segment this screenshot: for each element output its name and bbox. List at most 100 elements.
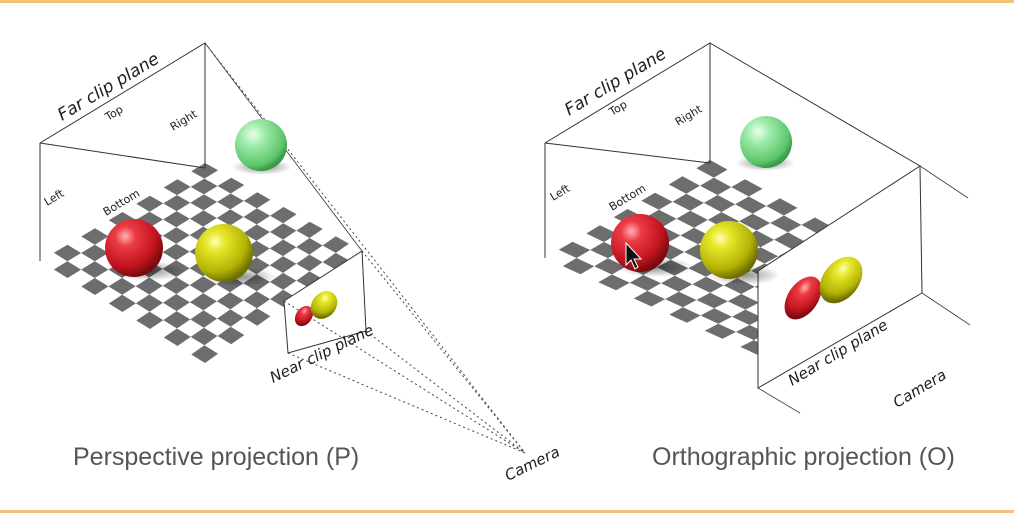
checker-tile [296,238,323,255]
checker-tile [661,275,693,292]
checker-tile [243,192,271,209]
green-sphere [235,119,287,171]
checker-tile [136,195,164,212]
checker-tile [135,294,163,312]
checker-tile [163,294,190,312]
checker-tile [727,294,759,310]
checker-tile [217,193,244,210]
checker-tile [189,210,217,227]
checker-tile [162,277,190,294]
checker-tile [629,275,661,291]
checker-tile [322,236,349,253]
checker-tile [645,209,677,227]
checker-tile [676,210,708,228]
checker-tile [269,272,297,290]
checker-tile [633,290,666,307]
checker-tile [53,244,82,262]
orthographic-caption: Orthographic projection (O) [652,443,955,471]
checker-tile [163,311,191,329]
checker-tile [81,228,109,245]
checker-tile [81,261,109,278]
checker-tile [243,291,271,309]
checker-tile [243,224,270,241]
checker-tile [162,227,190,244]
far-plane-diagonal [544,142,711,164]
camera-rays [204,42,526,454]
checker-tile [696,292,728,309]
top-right-edge [709,42,921,167]
red-sphere [105,219,163,277]
red-sphere [611,214,669,272]
top-label: Top [606,98,629,119]
checker-tile [216,292,244,310]
checker-tile [162,243,190,261]
checker-tile [163,328,191,346]
yellow-sphere [195,224,253,282]
projected-yellow-sphere [819,256,863,304]
checker-tile [135,277,163,295]
checker-tile [598,274,630,291]
checker-tile [216,209,244,226]
checker-tile [163,211,190,228]
checker-tile [190,310,218,328]
checker-tile [766,198,798,216]
camera-parallel-rays [757,165,971,414]
checker-tile [668,176,700,194]
checker-tile [770,215,802,233]
camera-label: Camera [502,443,563,485]
checker-tile [704,323,736,339]
green-sphere [740,116,792,168]
checker-tile [190,327,218,346]
checker-tile [700,177,732,195]
checker-tile [739,213,771,231]
checker-tile [270,289,297,307]
mouse-cursor-icon [625,241,643,270]
checker-tile [703,195,736,213]
checker-tile [731,179,763,197]
perspective-diagram: Far clip plane Top Right Left Bottom Nea… [39,42,563,485]
yellow-sphere [700,221,758,279]
projection-diagram: Far clip plane Top Right Left Bottom Nea… [39,42,971,485]
checker-tile [190,178,218,195]
checker-tile [81,244,109,262]
checker-tile [189,293,217,311]
checker-tile [163,179,191,196]
checker-tile [191,163,219,179]
checker-tile [81,278,109,295]
checker-tile [243,308,271,326]
camera-label: Camera [890,366,950,412]
checker-tile [562,258,595,275]
checker-tile [108,212,136,229]
checker-tile [108,277,136,295]
checker-tile [296,254,323,272]
checker-tile [163,195,191,212]
checker-tile [217,309,244,327]
checker-tile [217,177,245,194]
checker-tile [269,223,297,240]
checker-tile [190,194,218,211]
top-label: Top [102,103,125,124]
orthographic-diagram: Far clip plane Top Right Left Bottom Nea… [544,42,971,471]
checker-tile [669,307,701,323]
checker-tile [692,276,724,293]
projected-red-sphere [294,305,314,327]
checker-tile [269,239,297,257]
checker-tile [641,192,673,210]
checker-tile [217,326,245,345]
checker-tile [665,291,697,308]
right-label: Right [168,107,200,133]
checker-tile [243,208,271,225]
checker-tile [53,261,82,278]
checker-tile [672,193,704,211]
far-plane-diagonal [39,142,206,169]
perspective-caption: Perspective projection (P) [73,443,359,471]
checker-tile [696,160,728,178]
checker-tile [700,308,732,324]
checker-tile [136,311,164,329]
checker-tile [191,345,219,363]
checker-tile [558,241,591,258]
checker-tile [108,294,136,312]
right-label: Right [673,102,705,128]
left-label: Left [42,186,67,208]
